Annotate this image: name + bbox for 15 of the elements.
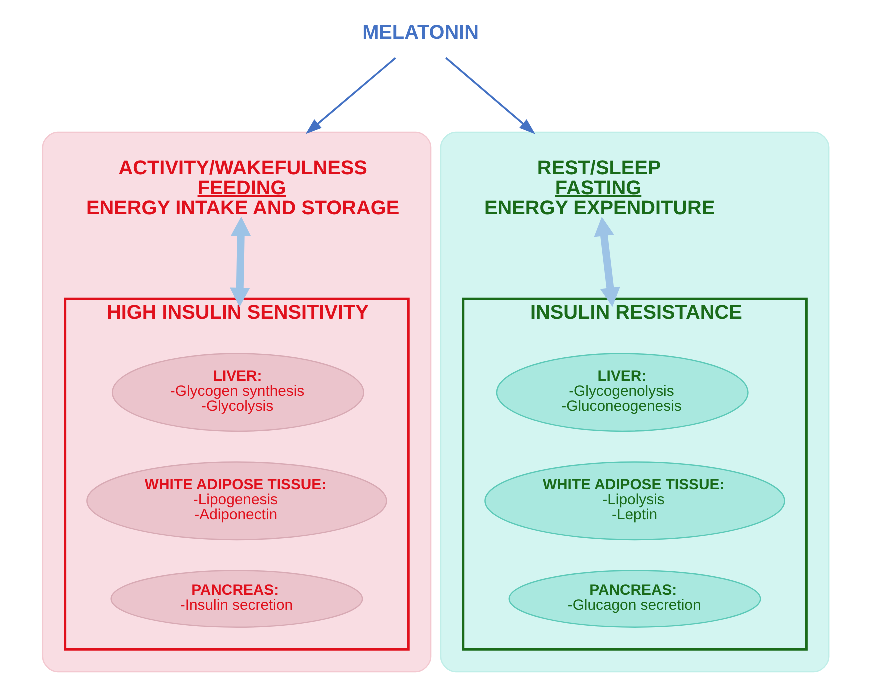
arrow (594, 216, 620, 308)
node-ellipse: WHITE ADIPOSE TISSUE: -Lipogenesis -Adiponectin (86, 462, 387, 541)
arrow (230, 216, 251, 308)
node-text: REST/SLEEP FASTING ENERGY EXPENDITURE (484, 158, 715, 220)
arrow (305, 57, 396, 134)
node-ellipse: PANCREAS: -Glucagon secretion (508, 570, 761, 628)
cluster (42, 132, 432, 673)
node-text: ACTIVITY/WAKEFULNESS FEEDING ENERGY INTAKE AND STORAGE (86, 158, 400, 220)
node-ellipse: LIVER: -Glycogenolysis -Gluconeogenesis (496, 353, 748, 432)
node-text: MELATONIN (362, 22, 478, 44)
arrow (445, 57, 535, 134)
node-ellipse: LIVER: -Glycogen synthesis -Glycolysis (111, 353, 364, 432)
node-ellipse: PANCREAS: -Insulin secretion (110, 570, 363, 628)
cluster (440, 132, 830, 673)
node-ellipse: WHITE ADIPOSE TISSUE: -Lipolysis -Leptin (484, 462, 785, 541)
